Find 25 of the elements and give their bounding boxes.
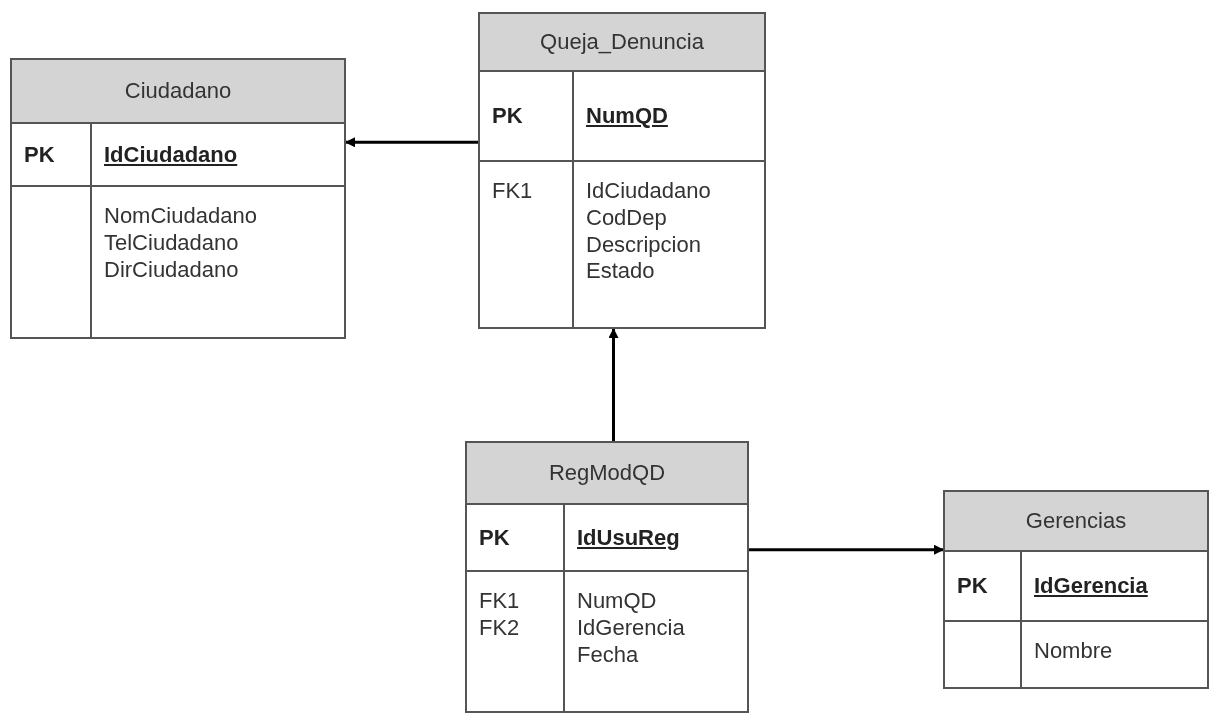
primary-key-marker: PK bbox=[492, 103, 523, 129]
primary-key-field: NumQD bbox=[586, 103, 668, 129]
table-title: RegModQD bbox=[548, 460, 666, 486]
primary-key-marker: PK bbox=[24, 141, 55, 168]
table-title: Queja_Denuncia bbox=[540, 29, 704, 55]
primary-key-field: IdUsuReg bbox=[577, 524, 680, 551]
relationship-arrow bbox=[608, 328, 619, 441]
field-list: NumQD IdGerencia Fecha bbox=[577, 588, 685, 669]
primary-key-field: IdGerencia bbox=[1034, 573, 1148, 599]
foreign-key-markers: FK1 FK2 bbox=[479, 588, 520, 642]
relationship-arrow bbox=[749, 544, 944, 555]
primary-key-marker: PK bbox=[479, 524, 510, 551]
field-list: IdCiudadano CodDep Descripcion Estado bbox=[586, 178, 711, 286]
entity-table bbox=[943, 490, 1209, 689]
foreign-key-markers: FK1 bbox=[492, 178, 533, 205]
entity-table bbox=[465, 441, 749, 713]
relationship-arrow bbox=[345, 137, 478, 148]
table-title: Gerencias bbox=[1025, 508, 1127, 534]
table-title: Ciudadano bbox=[124, 78, 232, 104]
entity-table bbox=[478, 12, 766, 329]
field-list: Nombre bbox=[1034, 638, 1113, 665]
field-list: NomCiudadano TelCiudadano DirCiudadano bbox=[104, 203, 257, 284]
primary-key-field: IdCiudadano bbox=[104, 141, 238, 168]
entity-table bbox=[10, 58, 346, 339]
primary-key-marker: PK bbox=[957, 573, 988, 599]
